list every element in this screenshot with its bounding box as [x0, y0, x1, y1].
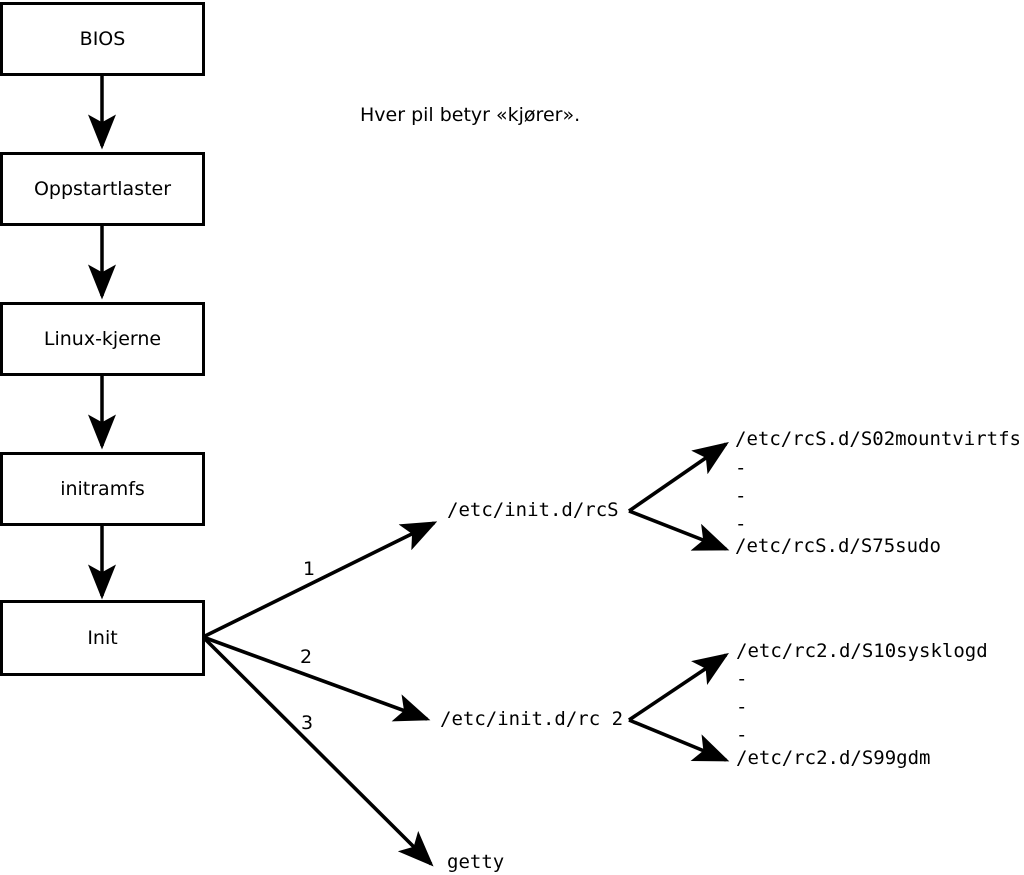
rc2-ellipsis-dash-1: - [736, 668, 748, 690]
arrow-init-to-getty [201, 635, 434, 867]
arrow-init-to-rc2 [202, 635, 431, 722]
stage-box-label: Init [87, 626, 118, 649]
stage-box-label: Linux-kjerne [43, 327, 162, 350]
stage-box-bios[interactable]: BIOS [0, 2, 205, 76]
edge-number-2: 2 [300, 646, 313, 668]
rcs-script-first[interactable]: /etc/rcS.d/S02mountvirtfs [735, 428, 1021, 450]
arrow-rcs-to-last-script [628, 509, 730, 551]
arrow-rcs-to-first-script [627, 441, 729, 513]
branch-target-rcs[interactable]: /etc/init.d/rcS [447, 499, 619, 521]
arrow-rc2-to-last-script [628, 718, 730, 762]
rcs-ellipsis-dash-2: - [735, 485, 747, 507]
stage-box-label: Oppstartlaster [33, 177, 172, 200]
rc2-script-last[interactable]: /etc/rc2.d/S99gdm [736, 747, 931, 769]
arrow-init-to-rcs [202, 521, 438, 639]
stage-box-label: BIOS [79, 27, 126, 50]
branch-target-getty[interactable]: getty [447, 851, 505, 873]
arrow-rc2-to-first-script [627, 652, 729, 722]
rc2-ellipsis-dash-3: - [736, 724, 748, 746]
rc2-ellipsis-dash-2: - [736, 696, 748, 718]
stage-box-initramfs[interactable]: initramfs [0, 452, 205, 526]
rcs-ellipsis-dash-3: - [735, 513, 747, 535]
rcs-ellipsis-dash-1: - [735, 457, 747, 479]
rc2-script-first[interactable]: /etc/rc2.d/S10sysklogd [736, 640, 988, 662]
edge-number-3: 3 [301, 712, 314, 734]
edge-number-1: 1 [303, 558, 316, 580]
stage-box-init[interactable]: Init [0, 600, 205, 676]
diagram-caption: Hver pil betyr «kjører». [360, 104, 581, 126]
stage-box-linux-kernel[interactable]: Linux-kjerne [0, 302, 205, 376]
stage-box-label: initramfs [60, 477, 145, 500]
stage-box-bootloader[interactable]: Oppstartlaster [0, 152, 205, 226]
rcs-script-last[interactable]: /etc/rcS.d/S75sudo [735, 535, 941, 557]
branch-target-rc2[interactable]: /etc/init.d/rc 2 [440, 708, 624, 730]
